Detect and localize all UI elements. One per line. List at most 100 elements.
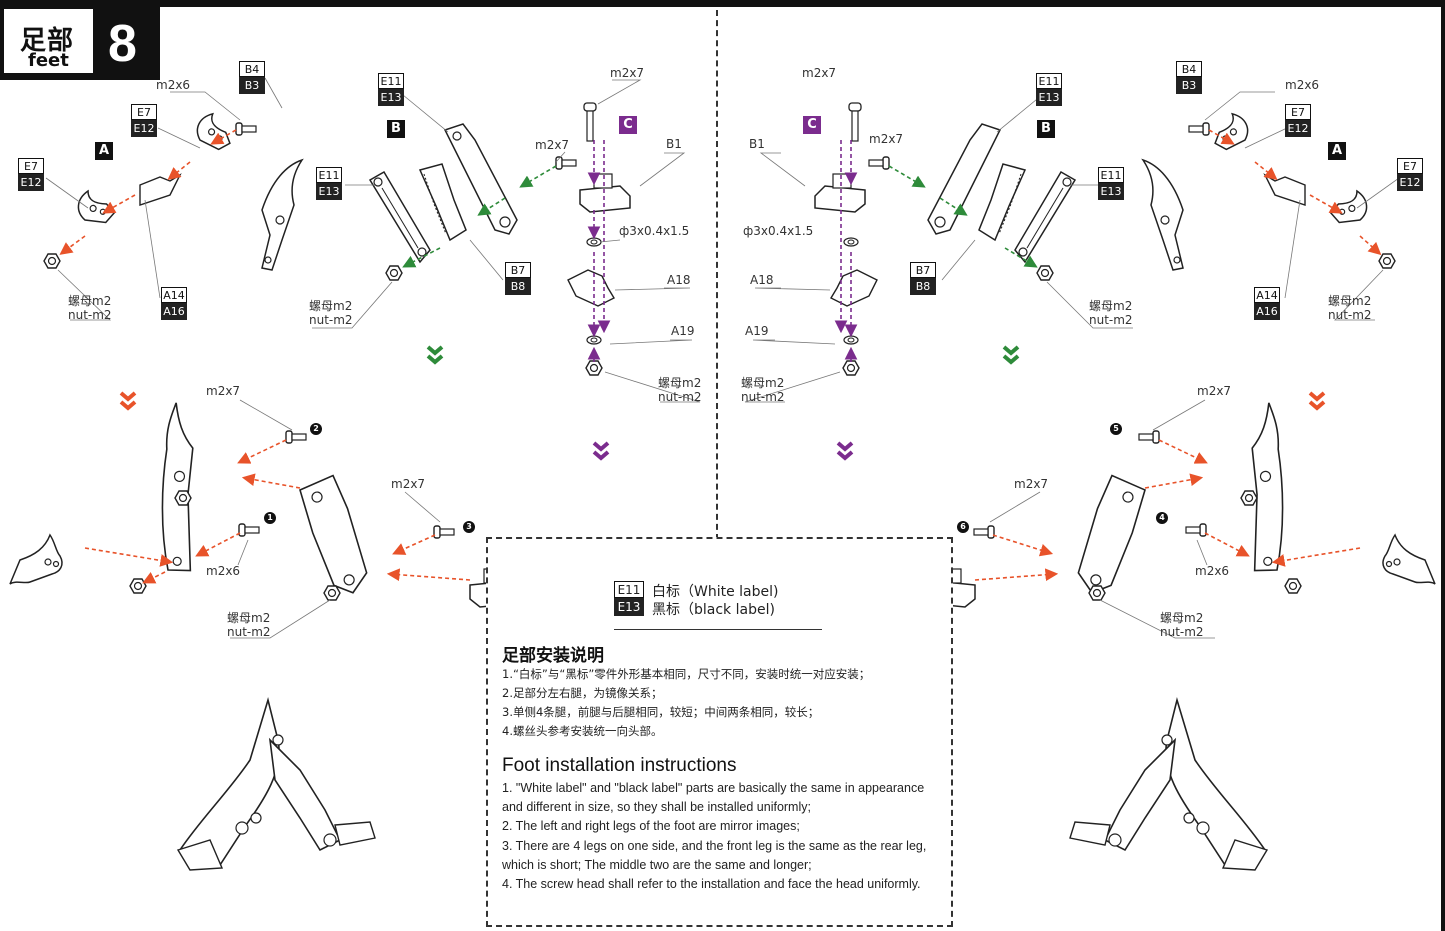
instruction-line-en: 1. "White label" and "black label" parts… — [502, 781, 925, 815]
tag-black-label: B8 — [910, 278, 936, 295]
tag-white-label: E7 — [131, 104, 157, 120]
screw-label: m2x7 — [535, 138, 570, 152]
group-letter-a: A — [1328, 142, 1346, 160]
nut-label-en: nut-m2 — [309, 313, 353, 327]
screw-label: m2x7 — [1014, 477, 1049, 491]
screw-label: m2x6 — [206, 564, 241, 578]
screw-label: m2x6 — [156, 78, 191, 92]
step-number-badge: 1 — [264, 512, 276, 524]
washer-label: ф3x0.4x1.5 — [743, 224, 814, 238]
part-label-b1: B1 — [666, 137, 682, 151]
tag-black-label: E13 — [1098, 183, 1124, 200]
instructions-title-zh: 足部安装说明 — [502, 646, 604, 666]
screw-label: m2x7 — [1197, 384, 1232, 398]
legend-tag-white: E11 — [614, 581, 644, 598]
part-label-a18: A18 — [750, 273, 774, 287]
instruction-line-en: 2. The left and right legs of the foot a… — [502, 819, 800, 834]
nut-label-zh: 螺母m2 — [1328, 294, 1372, 308]
tag-black-label: B3 — [239, 77, 265, 94]
section-title-en: feet — [28, 50, 69, 71]
tag-white-label: B7 — [505, 262, 531, 278]
tag-black-label: E12 — [131, 120, 157, 137]
group-letter-c: C — [803, 116, 821, 134]
part-label-a19: A19 — [671, 324, 695, 338]
nut-label-zh: 螺母m2 — [741, 376, 785, 390]
legend-divider — [614, 629, 822, 630]
nut-label-zh: 螺母m2 — [227, 611, 271, 625]
part-label-a18: A18 — [667, 273, 691, 287]
tag-black-label: B3 — [1176, 77, 1202, 94]
screw-label: m2x7 — [802, 66, 837, 80]
center-divider — [716, 10, 718, 540]
step-number-badge: 5 — [1110, 423, 1122, 435]
instructions-box — [486, 537, 953, 927]
instruction-line-zh: 2.足部分左右腿，为镜像关系； — [502, 686, 663, 700]
screw-label: m2x6 — [1195, 564, 1230, 578]
legend-tag-black: E13 — [614, 598, 644, 616]
instruction-line-zh: 1.“白标”与“黑标”零件外形基本相同，尺寸不同，安装时统一对应安装； — [502, 667, 871, 681]
step-number: 8 — [108, 15, 137, 73]
right-border — [1441, 0, 1445, 931]
step-number-badge: 2 — [310, 423, 322, 435]
tag-black-label: E12 — [1285, 120, 1311, 137]
tag-white-label: A14 — [1254, 287, 1280, 303]
section-title-zh: 足部 — [20, 26, 75, 56]
nut-label-en: nut-m2 — [227, 625, 271, 639]
nut-label-zh: 螺母m2 — [658, 376, 702, 390]
instruction-line-zh: 3.单侧4条腿，前腿与后腿相同，较短；中间两条相同，较长； — [502, 705, 820, 719]
tag-black-label: E13 — [316, 183, 342, 200]
tag-white-label: A14 — [161, 287, 187, 303]
tag-white-label: E11 — [1036, 73, 1062, 89]
instruction-line-zh: 4.螺丝头参考安装统一向头部。 — [502, 724, 663, 738]
step-header-title-box — [4, 9, 93, 73]
tag-white-label: E11 — [378, 73, 404, 89]
screw-label: m2x7 — [206, 384, 241, 398]
tag-white-label: E7 — [1397, 158, 1423, 174]
top-border — [0, 0, 1445, 7]
tag-black-label: A16 — [161, 303, 187, 320]
group-letter-b: B — [1037, 120, 1055, 138]
instructions-body-en: 1. "White label" and "black label" parts… — [502, 779, 932, 894]
nut-label-en: nut-m2 — [1160, 625, 1204, 639]
tag-white-label: B7 — [910, 262, 936, 278]
instruction-line-en: 3. There are 4 legs on one side, and the… — [502, 838, 927, 872]
screw-label: m2x6 — [1285, 78, 1320, 92]
screw-label: m2x7 — [869, 132, 904, 146]
tag-black-label: E13 — [378, 89, 404, 106]
screw-label: m2x7 — [610, 66, 645, 80]
group-letter-a: A — [95, 142, 113, 160]
tag-black-label: E13 — [1036, 89, 1062, 106]
nut-label-zh: 螺母m2 — [1160, 611, 1204, 625]
tag-black-label: E12 — [1397, 174, 1423, 191]
part-label-a19: A19 — [745, 324, 769, 338]
screw-label: m2x7 — [391, 477, 426, 491]
tag-black-label: B8 — [505, 278, 531, 295]
washer-label: ф3x0.4x1.5 — [619, 224, 690, 238]
nut-label-en: nut-m2 — [658, 390, 702, 404]
step-number-badge: 3 — [463, 521, 475, 533]
nut-label-zh: 螺母m2 — [309, 299, 353, 313]
tag-white-label: E11 — [1098, 167, 1124, 183]
tag-white-label: B4 — [239, 61, 265, 77]
